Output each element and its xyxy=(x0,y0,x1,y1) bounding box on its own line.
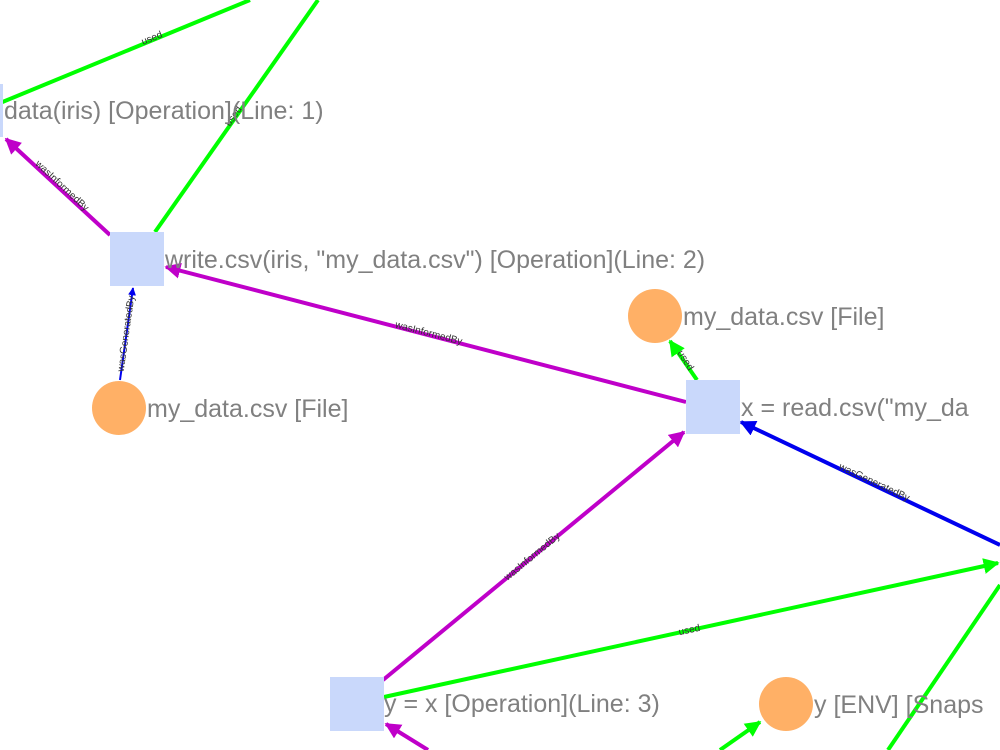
edge-used-read-to-file[interactable]: used xyxy=(668,339,699,382)
file-circle xyxy=(92,381,146,435)
node-operation-read-csv[interactable]: x = read.csv("my_da xyxy=(686,380,969,434)
node-label: data(iris) [Operation](Line: 1) xyxy=(4,97,324,125)
edge-label: wasGeneratedBy xyxy=(116,295,138,373)
node-label: my_data.csv [File] xyxy=(683,303,884,331)
edge-label: used xyxy=(675,349,696,373)
operation-square xyxy=(686,380,740,434)
edge-generated-file-to-write[interactable]: wasGeneratedBy xyxy=(116,287,138,381)
env-circle xyxy=(759,677,813,731)
operation-square xyxy=(110,232,164,286)
edge-informed-write-to-data[interactable]: wasInformedBy xyxy=(4,137,112,237)
operation-square xyxy=(0,84,3,137)
edge-label: used xyxy=(140,30,164,48)
edge-used-top-left[interactable]: used xyxy=(0,0,251,105)
file-circle xyxy=(628,289,682,343)
operation-square xyxy=(330,677,384,731)
edge-label: wasGeneratedBy xyxy=(836,461,911,504)
node-operation-y-eq-x[interactable]: y = x [Operation](Line: 3) xyxy=(330,677,660,731)
node-label: y [ENV] [Snaps xyxy=(814,691,984,719)
node-operation-data-iris[interactable]: data(iris) [Operation](Line: 1) xyxy=(0,84,324,137)
node-label: y = x [Operation](Line: 3) xyxy=(384,690,660,718)
node-label: write.csv(iris, "my_data.csv") [Operatio… xyxy=(164,246,705,274)
node-label: my_data.csv [File] xyxy=(147,395,348,423)
node-label: x = read.csv("my_da xyxy=(741,394,969,422)
edge-used-bottom-right[interactable] xyxy=(886,583,1000,750)
node-file-my-data-left[interactable]: my_data.csv [File] xyxy=(92,381,348,435)
edge-informed-bottom-to-y[interactable] xyxy=(384,722,430,750)
edge-informed-read-to-write[interactable]: wasInformedBy xyxy=(164,262,687,404)
edge-label: wasInformedBy xyxy=(502,531,563,584)
edge-label: wasInformedBy xyxy=(32,158,91,214)
edge-generated-right-to-read[interactable]: wasGeneratedBy xyxy=(739,420,1000,547)
node-env-y[interactable]: y [ENV] [Snaps xyxy=(759,677,984,731)
node-operation-write-csv[interactable]: write.csv(iris, "my_data.csv") [Operatio… xyxy=(110,232,705,286)
edge-label: used xyxy=(678,623,702,638)
edge-label: wasInformedBy xyxy=(393,319,463,347)
edge-used-y-to-right[interactable]: used xyxy=(383,558,1000,699)
edge-used-bottom-to-env[interactable] xyxy=(718,720,762,750)
node-file-my-data-right[interactable]: my_data.csv [File] xyxy=(628,289,884,343)
